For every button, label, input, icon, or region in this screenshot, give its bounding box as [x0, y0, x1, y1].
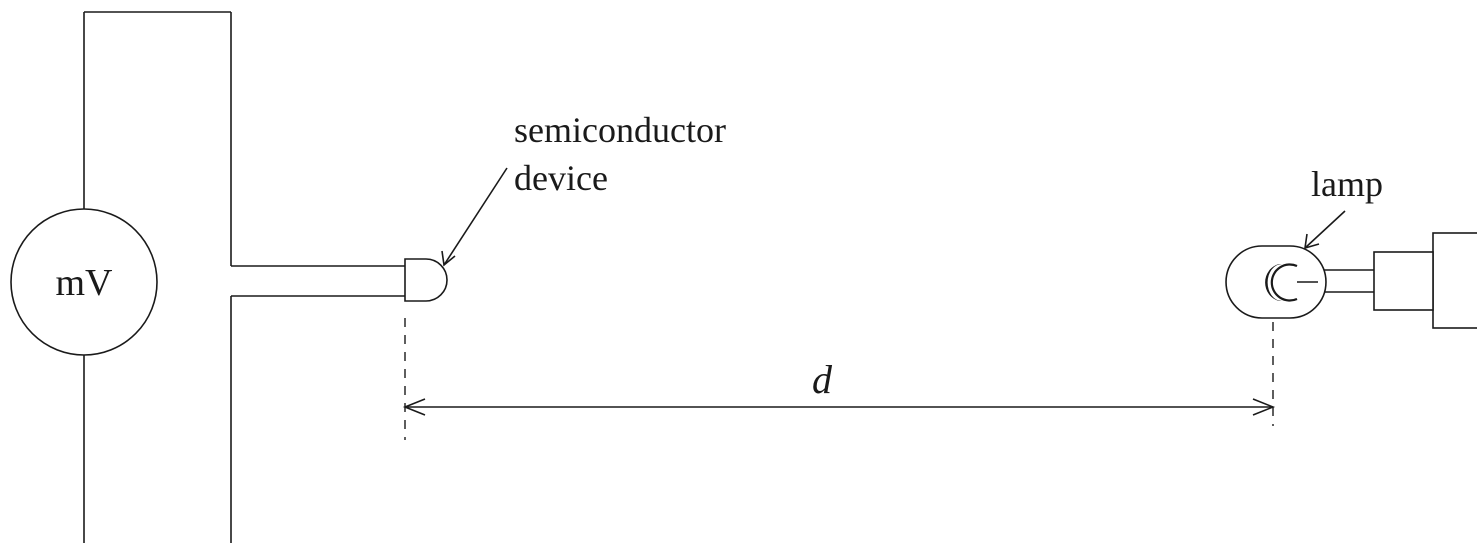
distance-measurement: d — [402, 318, 1276, 440]
semiconductor-annotation: semiconductor device — [441, 110, 726, 267]
meter-label: mV — [56, 262, 114, 304]
meter-circle — [10, 208, 158, 356]
semiconductor-arrowhead — [441, 250, 456, 267]
distance-arrowhead-right — [1252, 398, 1276, 416]
semiconductor-label-line1: semiconductor — [514, 110, 726, 150]
lamp-filament — [1270, 263, 1298, 302]
lamp-pointer-line — [1304, 210, 1346, 249]
lamp-arrowhead — [1304, 233, 1320, 250]
lamp-assembly — [1225, 232, 1477, 329]
distance-label: d — [812, 357, 833, 402]
lamp-bulb-outline — [1225, 245, 1327, 319]
semiconductor-pointer-line — [443, 167, 508, 266]
distance-arrowhead-left — [402, 398, 426, 416]
lamp-filament-shade — [1265, 264, 1282, 301]
lamp-housing-large — [1432, 232, 1477, 329]
device-body — [404, 258, 448, 302]
semiconductor-device — [404, 258, 448, 302]
circuit-wires — [83, 11, 405, 543]
lamp-annotation: lamp — [1304, 164, 1383, 250]
lamp-housing-medium — [1373, 251, 1434, 311]
millivoltmeter: mV — [10, 208, 158, 356]
semiconductor-label-line2: device — [514, 158, 608, 198]
lamp-label: lamp — [1311, 164, 1383, 204]
